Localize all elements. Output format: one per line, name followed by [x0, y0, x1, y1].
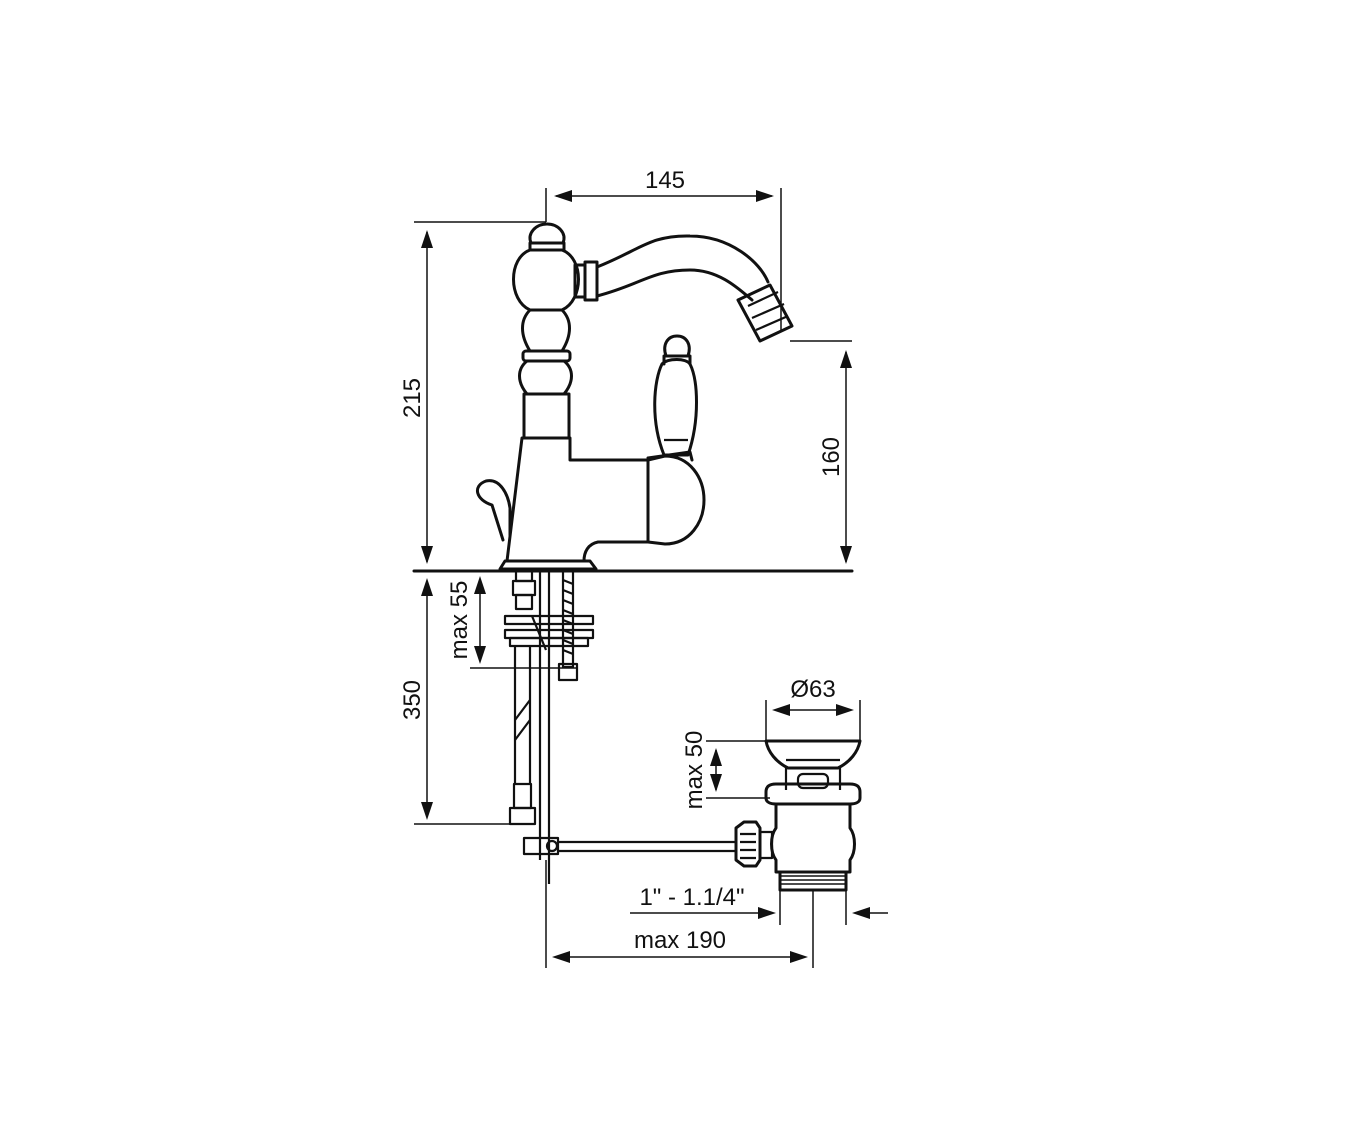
dimension-215: 215 — [399, 221, 546, 564]
dimension-215-label: 215 — [399, 378, 426, 418]
under-counter-fixings — [503, 569, 736, 884]
dimension-thread: 1" - 1.1/4" — [630, 884, 888, 925]
dimension-max-50: max 50 — [681, 731, 770, 810]
dimension-max-55-label: max 55 — [446, 581, 473, 660]
dimension-diameter-63-label: Ø63 — [790, 676, 835, 703]
dimension-160-label: 160 — [818, 437, 845, 477]
dimension-350: 350 — [399, 578, 514, 825]
dimension-diameter-63: Ø63 — [765, 676, 861, 742]
dimension-max-190: max 190 — [545, 860, 814, 968]
dimension-160: 160 — [790, 340, 852, 564]
dimension-145-label: 145 — [645, 167, 685, 194]
dimension-350-label: 350 — [399, 680, 426, 720]
dimension-145: 145 — [545, 167, 782, 330]
faucet-body — [476, 222, 794, 571]
dimension-max-190-label: max 190 — [634, 927, 726, 954]
dimension-max-50-label: max 50 — [681, 731, 708, 810]
dimension-thread-label: 1" - 1.1/4" — [639, 884, 744, 911]
waste-assembly — [734, 739, 862, 892]
